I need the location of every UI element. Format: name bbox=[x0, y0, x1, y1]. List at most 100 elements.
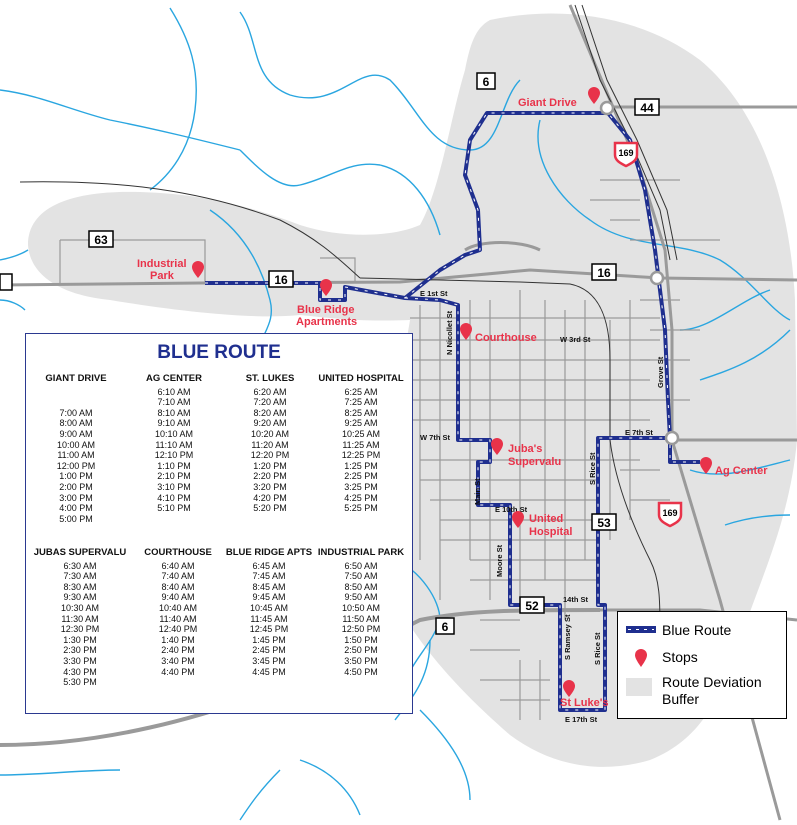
svg-text:169: 169 bbox=[618, 148, 633, 158]
highway-52-shield: 52 bbox=[519, 596, 545, 614]
time-cell: 11:45 AM bbox=[250, 613, 288, 624]
svg-text:6: 6 bbox=[442, 620, 449, 634]
time-cell: 10:10 AM bbox=[154, 428, 194, 439]
svg-text:E 7th St: E 7th St bbox=[625, 428, 653, 437]
time-cell: 4:10 PM bbox=[157, 492, 191, 503]
time-cell: 3:20 PM bbox=[253, 481, 287, 492]
major-roads bbox=[0, 4, 797, 821]
svg-text:Apartments: Apartments bbox=[296, 316, 357, 328]
time-cell: 9:25 AM bbox=[344, 418, 378, 429]
time-cell: 6:10 AM bbox=[157, 386, 191, 397]
stop-jubas-supervalu[interactable]: Juba's Supervalu bbox=[491, 438, 561, 468]
svg-text:14th St: 14th St bbox=[563, 595, 589, 604]
time-cell: 3:10 PM bbox=[157, 481, 191, 492]
time-cell: 4:00 PM bbox=[59, 503, 93, 514]
svg-text:Industrial: Industrial bbox=[137, 258, 187, 270]
time-cell: 8:20 AM bbox=[253, 407, 287, 418]
svg-text:Ag Center: Ag Center bbox=[715, 465, 768, 477]
time-cell: 12:20 PM bbox=[250, 450, 290, 461]
time-cell: 2:00 PM bbox=[59, 481, 93, 492]
legend-buffer-line1: Route Deviation bbox=[662, 674, 762, 690]
map-legend: Blue Route Stops Route Deviation Buffer bbox=[617, 611, 787, 719]
time-cell: 12:45 PM bbox=[249, 624, 289, 635]
time-cell: 4:30 PM bbox=[63, 666, 97, 677]
svg-text:United: United bbox=[529, 513, 563, 525]
time-cell: 8:10 AM bbox=[157, 407, 191, 418]
svg-text:S Ramsey St: S Ramsey St bbox=[563, 614, 572, 660]
time-cell: 8:50 AM bbox=[344, 581, 378, 592]
time-cell: 1:20 PM bbox=[253, 460, 287, 471]
stop-courthouse[interactable]: Courthouse bbox=[460, 323, 537, 344]
time-cell: 10:30 AM bbox=[60, 602, 100, 613]
time-cell: 8:25 AM bbox=[344, 407, 378, 418]
time-cell: 4:25 PM bbox=[344, 492, 378, 503]
time-cell: 8:30 AM bbox=[63, 581, 97, 592]
highway-6-north-shield: 6 bbox=[476, 72, 496, 90]
time-cell: 1:30 PM bbox=[63, 634, 97, 645]
time-cell: 4:40 PM bbox=[161, 666, 195, 677]
time-cell: 3:25 PM bbox=[344, 481, 378, 492]
time-cell: 5:30 PM bbox=[63, 677, 97, 688]
time-cell: 1:10 PM bbox=[157, 460, 191, 471]
svg-text:Park: Park bbox=[150, 270, 175, 282]
time-cell: 5:20 PM bbox=[253, 503, 287, 514]
time-cell: 11:50 AM bbox=[342, 613, 380, 624]
stop-blue-ridge-apartments[interactable]: Blue Ridge Apartments bbox=[296, 279, 357, 328]
time-cell: 3:45 PM bbox=[252, 655, 286, 666]
time-cell: 9:40 AM bbox=[161, 592, 195, 603]
svg-text:E 10th St: E 10th St bbox=[495, 505, 528, 514]
legend-stops-label: Stops bbox=[662, 649, 698, 665]
stop-industrial-park[interactable]: Industrial Park bbox=[137, 258, 204, 282]
time-cell: 11:20 AM bbox=[251, 439, 289, 450]
time-cell: 10:25 AM bbox=[341, 428, 381, 439]
column-header: BLUE RIDGE APTS bbox=[225, 547, 313, 558]
svg-text:63: 63 bbox=[94, 233, 108, 247]
svg-text:Main St: Main St bbox=[473, 478, 482, 505]
time-cell: 7:50 AM bbox=[344, 571, 378, 582]
time-cell: 10:50 AM bbox=[341, 602, 381, 613]
time-cell: 7:40 AM bbox=[161, 571, 195, 582]
time-cell: 7:10 AM bbox=[157, 397, 191, 408]
time-cell: 5:00 PM bbox=[59, 513, 93, 524]
column-header: GIANT DRIVE bbox=[45, 373, 107, 384]
blue-route-line bbox=[205, 111, 700, 712]
svg-text:S Rice St: S Rice St bbox=[593, 632, 602, 665]
time-cell: 11:00 AM bbox=[57, 450, 95, 461]
time-cell: 4:20 PM bbox=[253, 492, 287, 503]
time-cell: 2:30 PM bbox=[63, 645, 97, 656]
svg-text:6: 6 bbox=[483, 75, 490, 89]
svg-text:W 7th St: W 7th St bbox=[420, 433, 450, 442]
time-cell: 12:30 PM bbox=[60, 624, 100, 635]
time-cell: 3:40 PM bbox=[161, 655, 195, 666]
legend-buffer-label: Route Deviation Buffer bbox=[662, 674, 762, 708]
time-cell: 1:40 PM bbox=[161, 634, 195, 645]
column-header: COURTHOUSE bbox=[144, 547, 212, 558]
stop-st-lukes[interactable]: St Luke's bbox=[560, 680, 608, 709]
svg-text:44: 44 bbox=[640, 101, 654, 115]
stop-giant-drive[interactable]: Giant Drive bbox=[518, 87, 600, 109]
stop-united-hospital[interactable]: United Hospital bbox=[512, 511, 572, 538]
blue-route-swatch bbox=[626, 626, 656, 633]
time-cell: 9:50 AM bbox=[344, 592, 378, 603]
time-cell: 2:10 PM bbox=[157, 471, 191, 482]
time-cell: 2:40 PM bbox=[161, 645, 195, 656]
time-cell: 12:00 PM bbox=[56, 460, 96, 471]
time-cell: 5:10 PM bbox=[157, 503, 191, 514]
time-cell bbox=[28, 397, 124, 408]
time-cell: 8:40 AM bbox=[161, 581, 195, 592]
time-cell: 7:00 AM bbox=[59, 407, 93, 418]
time-cell: 6:30 AM bbox=[63, 560, 97, 571]
stop-ag-center[interactable]: Ag Center bbox=[700, 457, 768, 477]
time-cell: 12:50 PM bbox=[341, 624, 381, 635]
svg-text:Moore St: Moore St bbox=[495, 544, 504, 577]
time-cell: 10:00 AM bbox=[56, 439, 96, 450]
time-cell: 3:30 PM bbox=[63, 655, 97, 666]
svg-text:53: 53 bbox=[597, 516, 611, 530]
rivers bbox=[0, 7, 791, 821]
